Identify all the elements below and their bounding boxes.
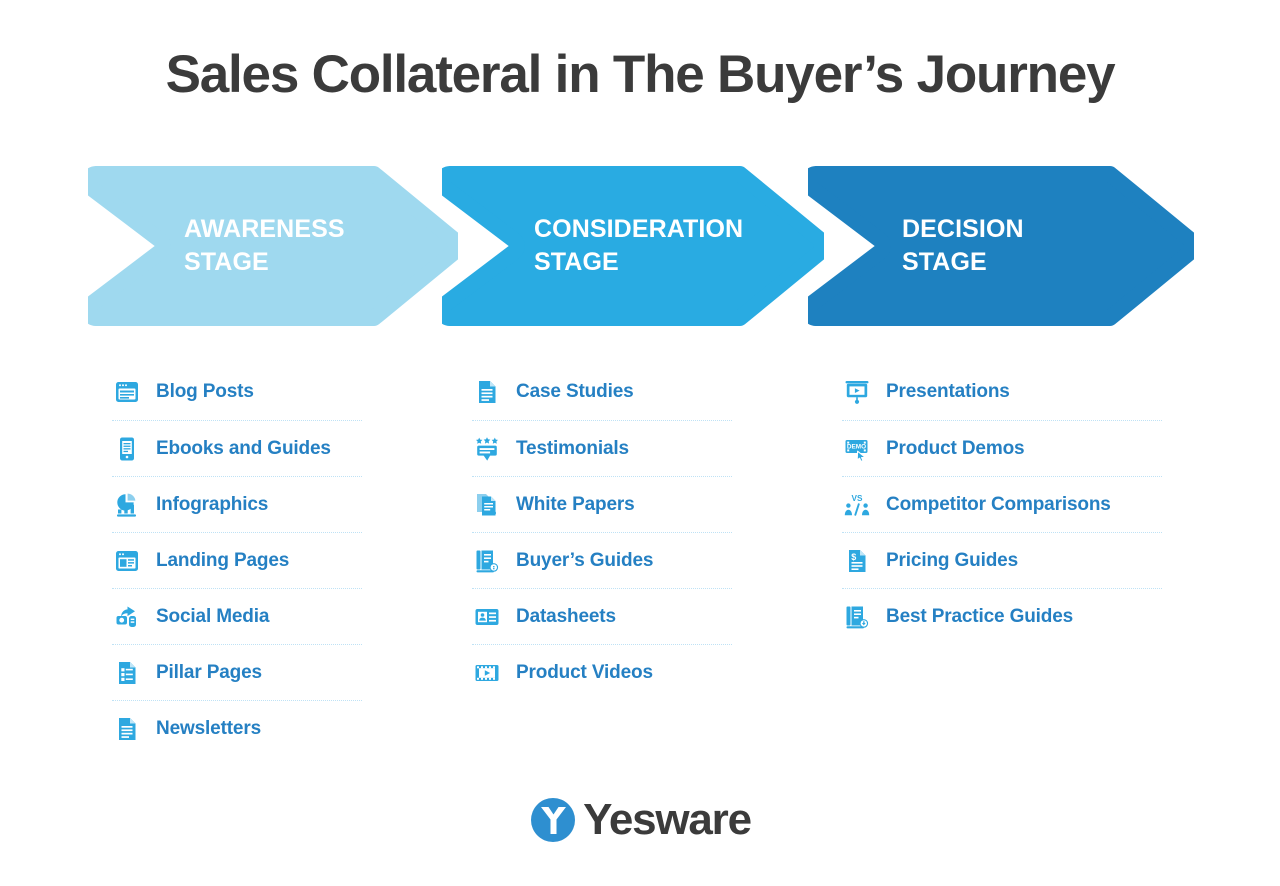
collateral-column-consideration: Case Studies Testimonials (472, 364, 732, 700)
collateral-column-decision: Presentations DEMO Product Demos (842, 364, 1162, 644)
stage-label-line1: AWARENESS (184, 214, 345, 243)
pie-chart-bars-icon (112, 490, 142, 520)
list-item-label: Competitor Comparisons (886, 493, 1111, 515)
stage-label-line1: CONSIDERATION (534, 214, 744, 243)
stage-label-line1: DECISION (902, 214, 1024, 243)
list-item[interactable]: VS Competitor Comparisons (842, 476, 1162, 532)
list-item[interactable]: Pillar Pages (112, 644, 362, 700)
page-title: Sales Collateral in The Buyer’s Journey (165, 45, 1116, 104)
stage-label-line2: STAGE (534, 248, 619, 276)
stage-banner-decision[interactable]: DECISION STAGE (808, 166, 1194, 326)
list-item[interactable]: Blog Posts (112, 364, 362, 420)
list-item[interactable]: Datasheets (472, 588, 732, 644)
list-item[interactable]: Ebooks and Guides (112, 420, 362, 476)
list-item-label: White Papers (516, 493, 635, 515)
tablet-ebook-icon (112, 434, 142, 464)
list-item[interactable]: Product Videos (472, 644, 732, 700)
versus-people-icon: VS (842, 490, 872, 520)
brand-name: Yesware (583, 795, 752, 844)
speech-bubble-stars-icon (472, 434, 502, 464)
list-item[interactable]: Buyer’s Guides (472, 532, 732, 588)
stacked-papers-icon (472, 490, 502, 520)
list-item[interactable]: $ Pricing Guides (842, 532, 1162, 588)
collateral-columns: Blog Posts Ebooks and Guides (0, 364, 1280, 764)
list-item[interactable]: DEMO Product Demos (842, 420, 1162, 476)
list-item-label: Best Practice Guides (886, 605, 1074, 627)
datasheet-card-icon (472, 602, 502, 632)
svg-text:DEMO: DEMO (847, 443, 866, 450)
brand-logo[interactable]: Yesware (0, 795, 1280, 845)
list-item-label: Buyer’s Guides (516, 549, 654, 571)
browser-window-icon (112, 377, 142, 407)
list-item[interactable]: Landing Pages (112, 532, 362, 588)
svg-text:$: $ (851, 552, 856, 562)
list-item-label: Pricing Guides (886, 549, 1018, 571)
book-info-icon (472, 546, 502, 576)
list-item-label: Pillar Pages (156, 661, 262, 683)
list-item-label: Ebooks and Guides (156, 437, 331, 459)
list-item[interactable]: Infographics (112, 476, 362, 532)
chevron-shape-awareness (88, 166, 458, 326)
stage-label-line2: STAGE (184, 248, 269, 276)
social-share-icon (112, 602, 142, 632)
landing-page-layout-icon (112, 546, 142, 576)
book-download-icon (842, 602, 872, 632)
list-item-label: Product Videos (516, 661, 653, 683)
list-item-label: Landing Pages (156, 549, 290, 571)
list-item-label: Presentations (886, 381, 1010, 402)
list-item-label: Blog Posts (156, 381, 254, 402)
stage-label-awareness: AWARENESS STAGE (184, 213, 345, 280)
list-item-label: Testimonials (516, 437, 629, 459)
list-item[interactable]: Social Media (112, 588, 362, 644)
svg-text:VS: VS (852, 494, 863, 503)
list-item[interactable]: Testimonials (472, 420, 732, 476)
stage-label-consideration: CONSIDERATION STAGE (534, 213, 743, 280)
list-item[interactable]: Presentations (842, 364, 1162, 420)
collateral-column-awareness: Blog Posts Ebooks and Guides (112, 364, 362, 756)
list-item[interactable]: White Papers (472, 476, 732, 532)
document-lines-icon (112, 714, 142, 744)
stage-label-decision: DECISION STAGE (902, 213, 1024, 280)
list-item-label: Social Media (156, 605, 270, 627)
demo-screen-cursor-icon: DEMO (842, 434, 872, 464)
stage-label-line2: STAGE (902, 248, 987, 276)
chevron-shape-decision (808, 166, 1194, 326)
document-list-icon (112, 658, 142, 688)
list-item-label: Infographics (156, 493, 269, 515)
stage-banner-awareness[interactable]: AWARENESS STAGE (88, 166, 458, 326)
film-play-icon (472, 658, 502, 688)
list-item-label: Newsletters (156, 717, 262, 739)
projector-screen-play-icon (842, 377, 872, 407)
list-item[interactable]: Case Studies (472, 364, 732, 420)
list-item-label: Case Studies (516, 381, 634, 402)
document-lines-icon (472, 377, 502, 407)
price-document-icon: $ (842, 546, 872, 576)
list-item-label: Product Demos (886, 437, 1025, 459)
stage-banner-consideration[interactable]: CONSIDERATION STAGE (442, 166, 824, 326)
list-item[interactable]: Best Practice Guides (842, 588, 1162, 644)
list-item-label: Datasheets (516, 605, 616, 627)
list-item[interactable]: Newsletters (112, 700, 362, 756)
chevron-shape-consideration (442, 166, 824, 326)
yesware-y-circle-icon (529, 796, 577, 844)
stage-banner-row: AWARENESS STAGE CONSIDERATION STAGE DECI… (88, 166, 1194, 326)
